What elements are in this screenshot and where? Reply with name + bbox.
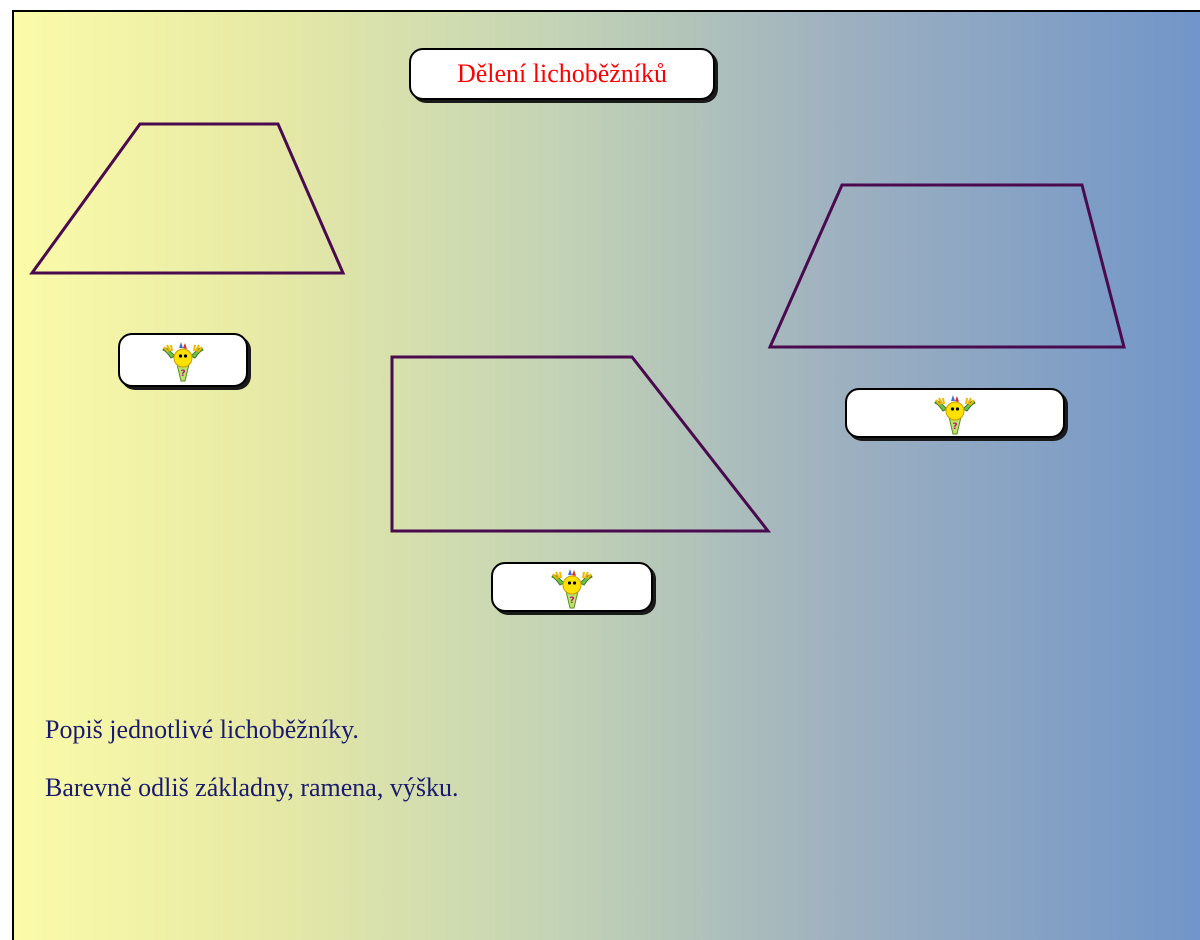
answer-button-isosceles-trapezoid[interactable]: ? bbox=[845, 388, 1065, 438]
svg-text:?: ? bbox=[180, 369, 185, 379]
slide-title: Dělení lichoběžníků bbox=[456, 59, 668, 88]
title-box: Dělení lichoběžníků bbox=[409, 48, 715, 100]
trapezoid-right bbox=[390, 355, 772, 533]
answer-button-right-trapezoid[interactable]: ? bbox=[491, 562, 653, 612]
instruction-describe: Popiš jednotlivé lichoběžníky. bbox=[45, 715, 359, 744]
question-mascot-icon: ? bbox=[934, 395, 976, 435]
instruction-color: Barevně odliš základny, ramena, výšku. bbox=[45, 773, 459, 802]
answer-button-general-trapezoid[interactable]: ? bbox=[118, 333, 248, 387]
svg-text:?: ? bbox=[569, 596, 574, 606]
svg-text:?: ? bbox=[952, 422, 957, 432]
trapezoid-isosceles bbox=[767, 183, 1126, 349]
trapezoid-general bbox=[29, 122, 346, 275]
slide: Dělení lichoběžníků ? bbox=[12, 10, 1200, 940]
trapezoid-figures bbox=[29, 122, 1126, 533]
question-mascot-icon: ? bbox=[551, 569, 593, 609]
question-mascot-icon: ? bbox=[162, 342, 204, 382]
